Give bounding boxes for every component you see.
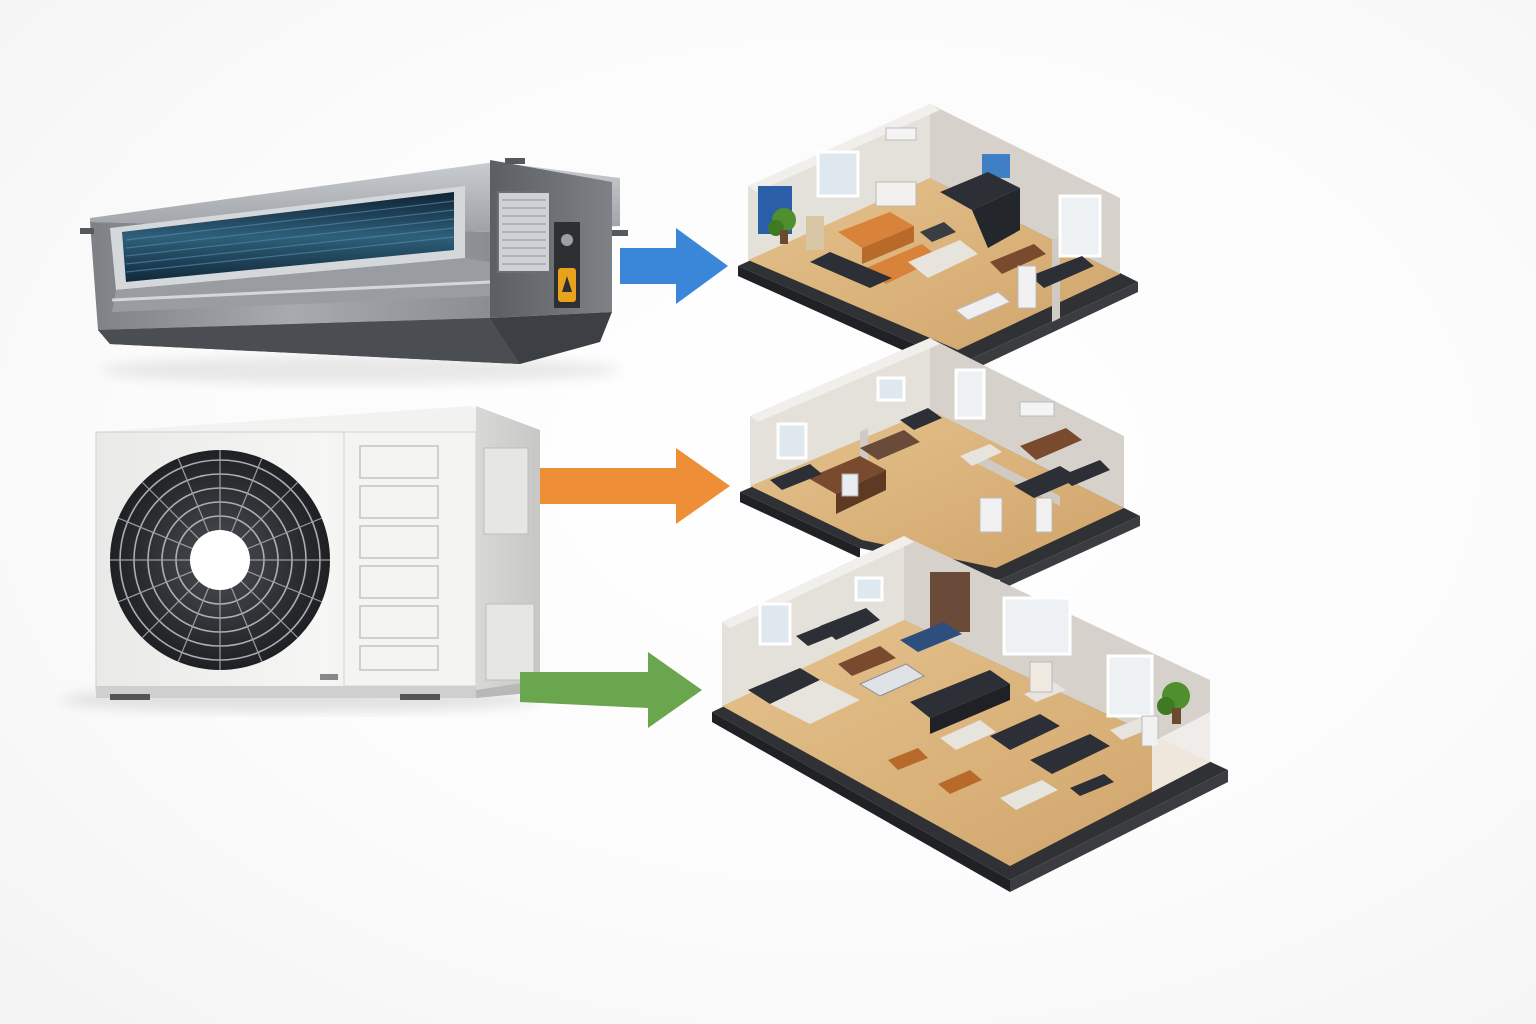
blue-arrow (620, 228, 728, 304)
orange-arrow (540, 448, 730, 524)
green-arrow (520, 652, 702, 728)
zone-middle-floor-plan-icon (740, 338, 1140, 590)
outdoor-condenser-icon (60, 406, 540, 712)
ducted-air-handler-icon (80, 158, 628, 384)
zone-bottom-floor-plan-icon (712, 536, 1228, 892)
zone-top-floor-plan-icon (738, 104, 1138, 376)
